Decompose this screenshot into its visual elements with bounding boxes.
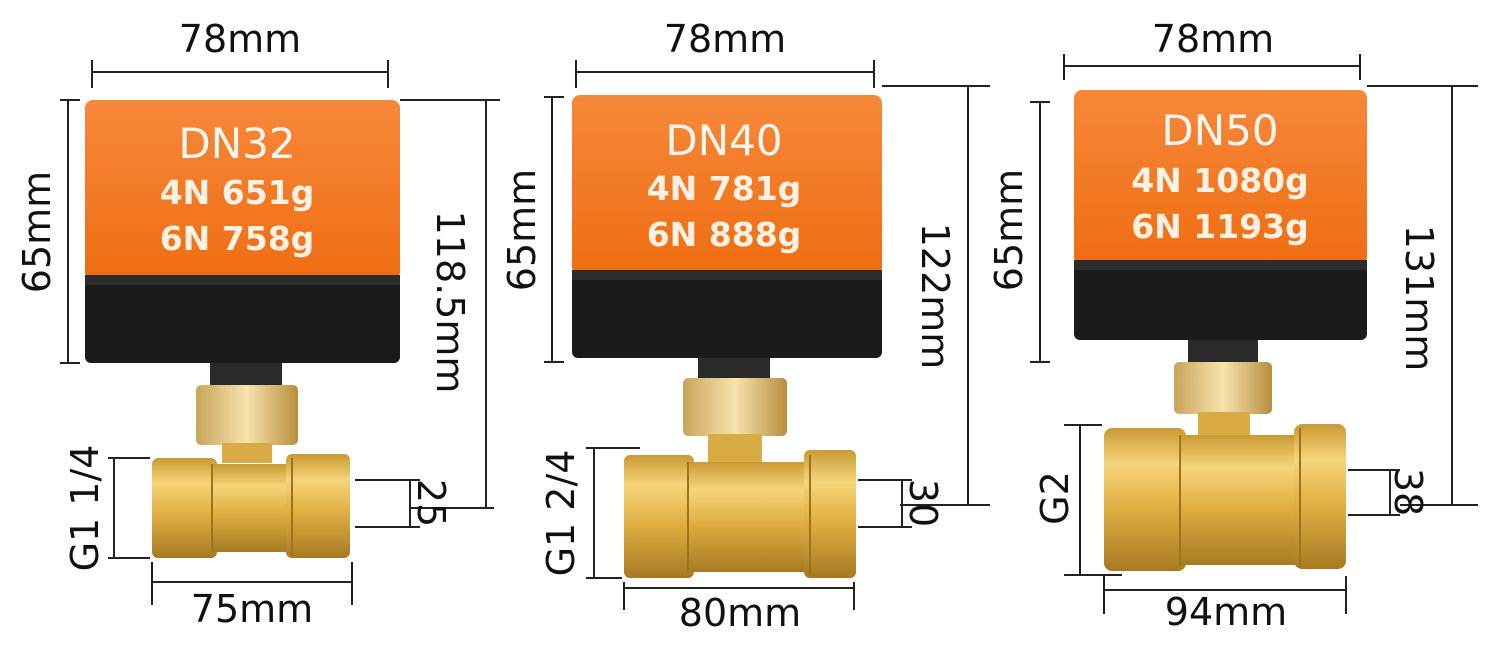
model-label: DN32: [178, 119, 295, 168]
bore-label: 25: [409, 479, 453, 527]
weight-4n-label: 4N 781g: [647, 169, 802, 208]
valve-dn50: DN50 4N 1080g 6N 1193g 78mm 65mm 13: [987, 17, 1478, 634]
actuator-dn50: DN50 4N 1080g 6N 1193g: [1074, 90, 1367, 340]
body-length-label: 80mm: [679, 591, 801, 635]
valve-dn40: DN40 4N 781g 6N 888g 78mm 65mm 122m: [500, 17, 990, 635]
brass-body-dn40: [624, 450, 856, 578]
stem-nut: [683, 378, 787, 436]
stem-nut: [196, 385, 298, 445]
actuator-height-label: 65mm: [500, 169, 544, 291]
dimensions-dn50: 78mm 65mm 131mm G2 38 94mm: [987, 17, 1478, 634]
actuator-height-label: 65mm: [15, 171, 59, 293]
total-height-label: 118.5mm: [428, 211, 472, 394]
weight-6n-label: 6N 758g: [160, 219, 315, 258]
thread-label: G2: [1033, 471, 1077, 525]
stem-nut: [1174, 362, 1272, 414]
width-label: 78mm: [179, 17, 301, 61]
body-length-label: 94mm: [1165, 590, 1287, 634]
valve-dn32: DN32 4N 651g 6N 758g 78mm 65mm: [15, 17, 500, 631]
body-length-label: 75mm: [191, 587, 313, 631]
bore-label: 38: [1386, 468, 1430, 516]
actuator-dn40: DN40 4N 781g 6N 888g: [572, 95, 882, 358]
width-label: 78mm: [664, 17, 786, 61]
bore-label: 30: [901, 479, 945, 527]
total-height-label: 131mm: [1397, 225, 1441, 372]
thread-label: G1 1/4: [63, 445, 107, 572]
model-label: DN40: [665, 116, 782, 165]
brass-body-dn50: [1104, 424, 1346, 571]
total-height-label: 122mm: [913, 223, 957, 370]
dimensions-dn32: 78mm 65mm 118.5mm G1 1/4 25 75mm: [15, 17, 500, 631]
brass-body-dn32: [152, 454, 350, 558]
width-label: 78mm: [1152, 17, 1274, 61]
stem: [1188, 340, 1258, 364]
weight-4n-label: 4N 1080g: [1131, 161, 1309, 200]
stem: [210, 363, 282, 387]
weight-4n-label: 4N 651g: [160, 173, 315, 212]
model-label: DN50: [1161, 106, 1278, 155]
thread-label: G1 2/4: [539, 450, 583, 577]
weight-6n-label: 6N 1193g: [1131, 207, 1309, 246]
weight-6n-label: 6N 888g: [647, 215, 802, 254]
actuator-dn32: DN32 4N 651g 6N 758g: [85, 100, 400, 363]
actuator-height-label: 65mm: [987, 169, 1031, 291]
dimensions-dn40: 78mm 65mm 122mm G1 2/4 30 80mm: [500, 17, 990, 635]
